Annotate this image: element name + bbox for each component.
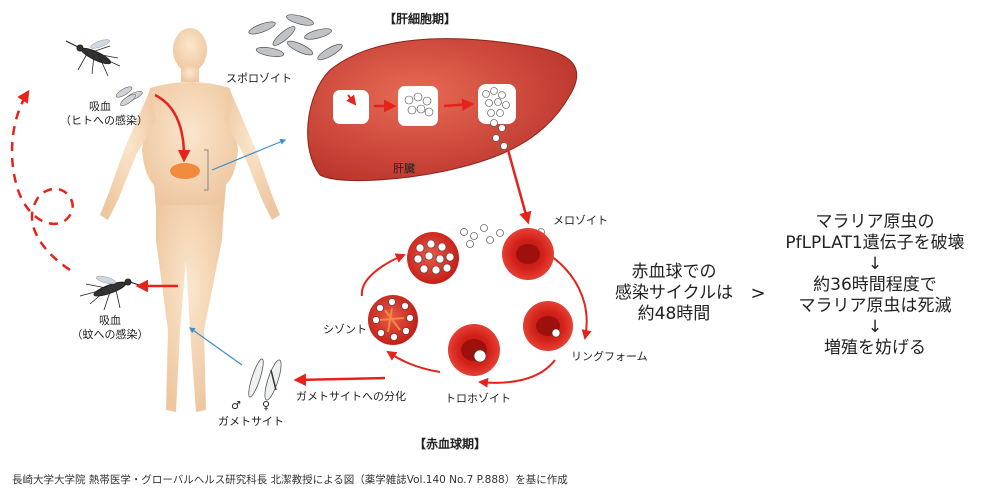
blood-feed-human-line2: （ヒトへの感染） <box>60 114 148 127</box>
result-note-line: 増殖を妨げる <box>824 338 926 358</box>
gametocyte-label: ガメトサイト <box>218 415 284 428</box>
sporozoite-label: スポロゾイト <box>226 72 292 85</box>
result-note-line: マラリア原虫の <box>815 212 935 232</box>
result-note-line: マラリア原虫は死滅 <box>798 296 952 316</box>
human-body <box>100 28 280 412</box>
liver-zoom-arrow <box>211 139 287 171</box>
schizont-label: シゾント <box>323 323 367 336</box>
source-caption: 長崎大学大学院 熱帯医学・グローバルヘルス研究科長 北潔教授による図（薬学雑誌V… <box>12 474 568 486</box>
sporozoite-icon <box>115 86 143 107</box>
rbc-merozoite-cluster <box>407 232 459 284</box>
male-symbol: ♂ <box>231 399 241 412</box>
cycle-note-line: 約48時間 <box>637 304 711 324</box>
liver-illustration <box>307 38 578 182</box>
cycle-arrow <box>360 253 406 297</box>
result-note-line: 約36時間程度で <box>813 275 937 295</box>
to-blood-arrow <box>506 149 532 225</box>
mosquito-cycle-dashed-arrow <box>10 89 74 272</box>
liver-arrow <box>443 98 475 111</box>
gametocyte-icon <box>248 358 282 401</box>
ring-form-label: リングフォーム <box>571 350 648 363</box>
blood-feed-mosquito-line2: （蚊への感染） <box>71 328 149 341</box>
merozoite-label: メロゾイト <box>553 214 608 227</box>
rbc-trophozoite <box>448 324 500 376</box>
blood-feed-mosquito-line1: 吸血 <box>99 314 121 327</box>
comparison-symbol: > <box>750 283 766 304</box>
result-note-arrow: ↓ <box>867 254 883 274</box>
mosquito-icon <box>79 275 143 311</box>
trophozoite-label: トロホゾイト <box>445 392 511 405</box>
cycle-duration-note: 赤血球での 感染サイクルは 約48時間 <box>610 262 738 325</box>
body-bracket <box>204 149 209 191</box>
gametocyte-transfer-arrow <box>189 327 243 366</box>
hepatic-phase-label: 【肝細胞期】 <box>384 12 457 26</box>
sporozoite-cluster-icon <box>248 14 343 61</box>
result-note-arrow: ↓ <box>867 317 883 337</box>
liver-label: 肝臓 <box>393 162 415 175</box>
blood-feed-human-label: 吸血 （ヒトへの感染） <box>60 100 148 128</box>
liver-arrow <box>346 94 357 106</box>
infection-arrow <box>154 93 191 163</box>
rbc-schizont <box>368 295 418 345</box>
cycle-arrow <box>386 350 441 373</box>
rbc-ring-form <box>523 301 573 351</box>
gametocyte-differentiation-label: ガメトサイトへの分化 <box>296 390 406 403</box>
cycle-arrow <box>478 359 556 388</box>
cycle-note-line: 感染サイクルは <box>614 283 734 303</box>
gametocyte-arrow <box>293 373 386 387</box>
mosquito-icon <box>65 39 121 77</box>
erythrocytic-phase-label: 【赤血球期】 <box>414 437 487 451</box>
blood-feed-mosquito-label: 吸血 （蚊への感染） <box>70 314 150 342</box>
cycle-note-line: 赤血球での <box>631 262 717 282</box>
rbc-healthy <box>502 228 554 280</box>
liver-spot <box>170 163 200 179</box>
free-merozoites <box>460 224 545 248</box>
parasite-dots <box>404 87 510 150</box>
result-note: マラリア原虫の PfLPLAT1遺伝子を破壊 ↓ 約36時間程度で マラリア原虫… <box>775 212 975 359</box>
female-symbol: ♀ <box>262 399 271 412</box>
result-note-line: PfLPLAT1遺伝子を破壊 <box>785 233 965 253</box>
blood-feed-human-line1: 吸血 <box>89 100 111 113</box>
